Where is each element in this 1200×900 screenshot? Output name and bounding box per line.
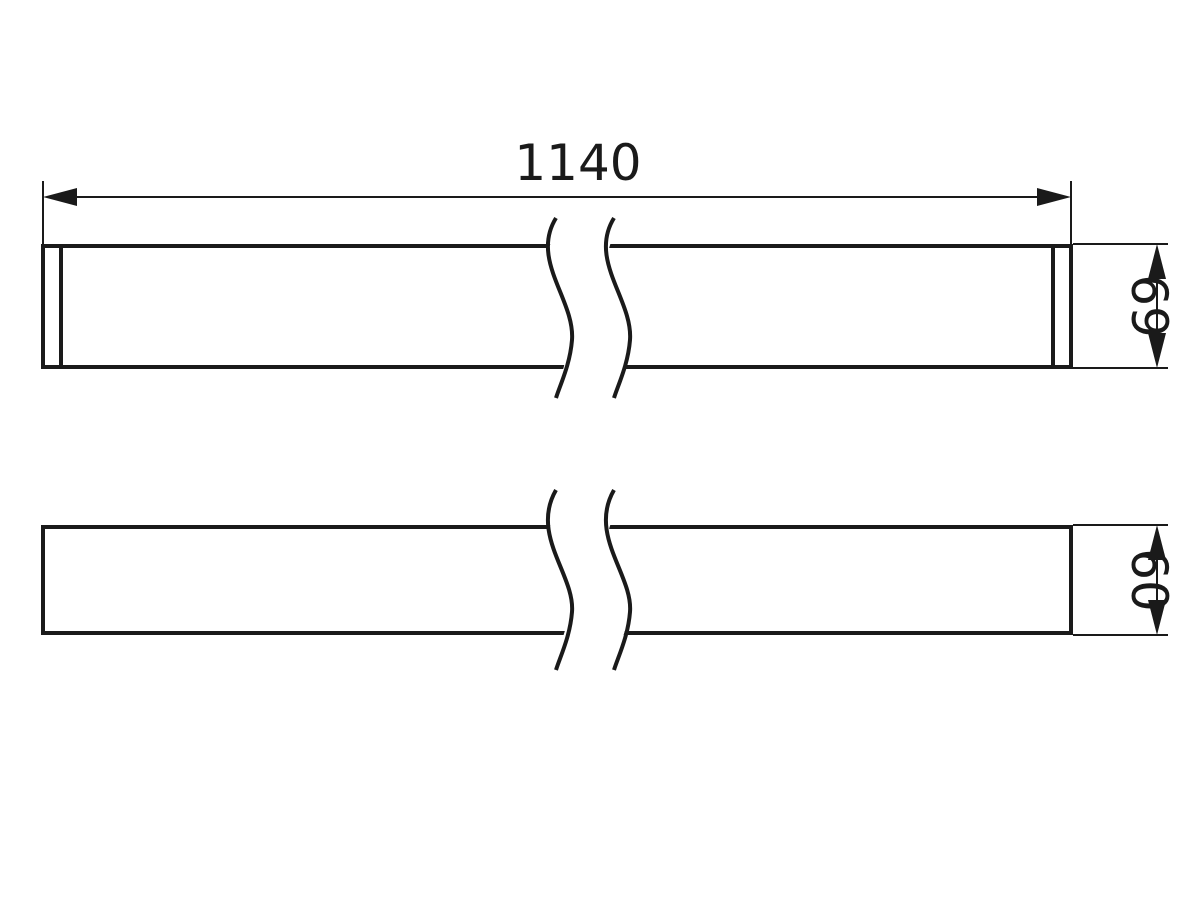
length-dimension: 1140 — [42, 134, 1072, 244]
front-view-break-line-left — [545, 216, 575, 399]
side-height-arrow-top — [1148, 525, 1166, 560]
length-arrow-left — [43, 188, 77, 206]
side-height-label: 60 — [1120, 548, 1178, 612]
front-view — [41, 216, 1073, 399]
side-height-arrow-bottom — [1148, 600, 1166, 635]
front-height-label: 69 — [1120, 274, 1178, 338]
side-view-break-line-left — [545, 489, 575, 671]
side-view-break-line-right — [603, 489, 633, 671]
front-view-break-gap — [548, 240, 627, 373]
side-view — [41, 489, 1073, 671]
front-height-arrow-top — [1148, 244, 1166, 279]
front-height-dimension: 69 — [1073, 243, 1178, 369]
front-height-arrow-bottom — [1148, 333, 1166, 368]
side-view-break-gap — [548, 521, 627, 639]
length-label: 1140 — [514, 134, 641, 192]
front-view-break-line-right — [603, 216, 633, 399]
side-height-dimension: 60 — [1073, 524, 1178, 636]
length-arrow-right — [1037, 188, 1071, 206]
